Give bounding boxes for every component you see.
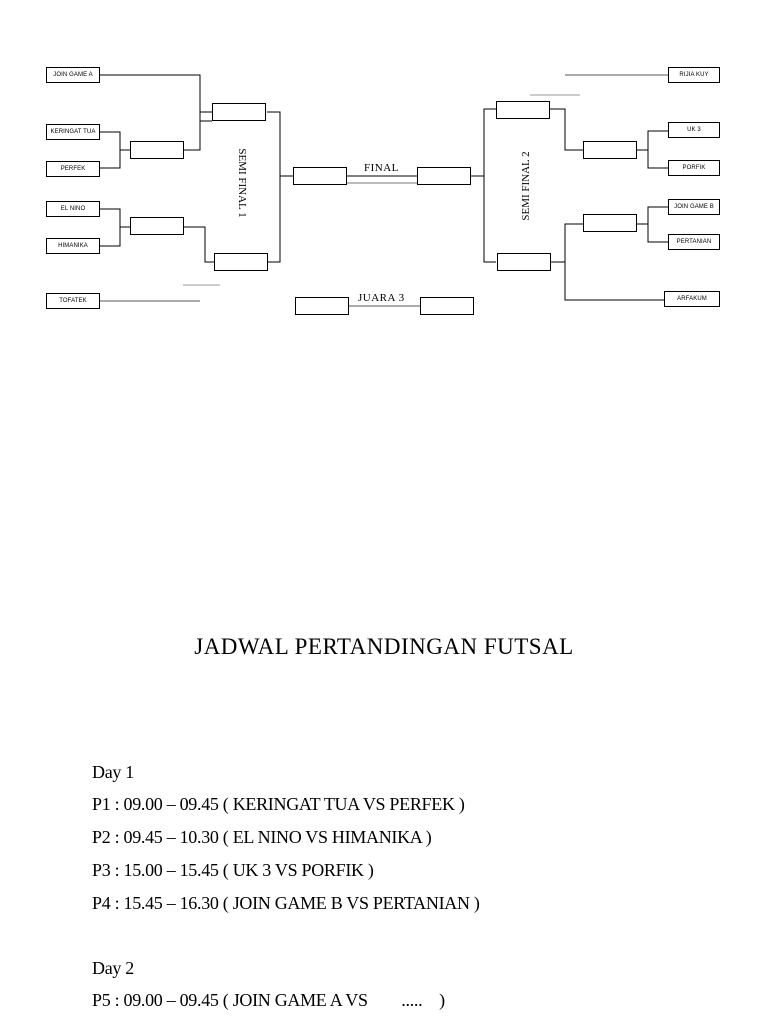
slot-left-r2-bottom xyxy=(214,253,268,271)
team-box-left-4: EL NINO xyxy=(46,201,100,217)
tournament-bracket: JOIN GAME A KERINGAT TUA PERFEK EL NINO … xyxy=(0,0,768,340)
final-label: FINAL xyxy=(364,162,399,174)
semi-final-2-label: SEMI FINAL 2 xyxy=(520,151,532,221)
slot-right-r1-a xyxy=(583,141,637,159)
schedule-line: P4 : 15.45 – 16.30 ( JOIN GAME B VS PERT… xyxy=(92,893,480,913)
third-place-label: JUARA 3 xyxy=(358,292,405,304)
slot-final-left xyxy=(293,167,347,185)
day2-heading: Day 2 xyxy=(92,958,134,978)
bracket-lines xyxy=(100,74,668,307)
team-box-right-3: PORFIK xyxy=(668,160,720,176)
slot-final-right xyxy=(417,167,471,185)
team-box-right-4: JOIN GAME B xyxy=(668,199,720,215)
team-box-left-1: JOIN GAME A xyxy=(46,67,100,83)
team-box-right-6: ARFAKUM xyxy=(664,291,720,307)
schedule-line: P1 : 09.00 – 09.45 ( KERINGAT TUA VS PER… xyxy=(92,794,465,814)
slot-left-r1-a xyxy=(130,141,184,159)
team-box-left-5: HIMANIKA xyxy=(46,238,100,254)
slot-left-r2-top xyxy=(212,103,266,121)
schedule-line: P2 : 09.45 – 10.30 ( EL NINO VS HIMANIKA… xyxy=(92,827,432,847)
slot-third-left xyxy=(295,297,349,315)
schedule-line: P3 : 15.00 – 15.45 ( UK 3 VS PORFIK ) xyxy=(92,860,374,880)
slot-right-r1-b xyxy=(583,214,637,232)
semi-final-1-label: SEMI FINAL 1 xyxy=(236,148,248,218)
slot-left-r1-b xyxy=(130,217,184,235)
slot-third-right xyxy=(420,297,474,315)
page-title: JADWAL PERTANDINGAN FUTSAL xyxy=(194,634,574,659)
slot-right-r2-top xyxy=(496,101,550,119)
team-box-left-2: KERINGAT TUA xyxy=(46,124,100,140)
team-box-right-2: UK 3 xyxy=(668,122,720,138)
team-box-right-1: RIJIA KUY xyxy=(668,67,720,83)
day1-heading: Day 1 xyxy=(92,762,134,782)
schedule-line: P5 : 09.00 – 09.45 ( JOIN GAME A VS ....… xyxy=(92,990,445,1010)
team-box-right-5: PERTANIAN xyxy=(668,234,720,250)
team-box-left-3: PERFEK xyxy=(46,161,100,177)
team-box-left-6: TOFATEK xyxy=(46,293,100,309)
slot-right-r2-bottom xyxy=(497,253,551,271)
